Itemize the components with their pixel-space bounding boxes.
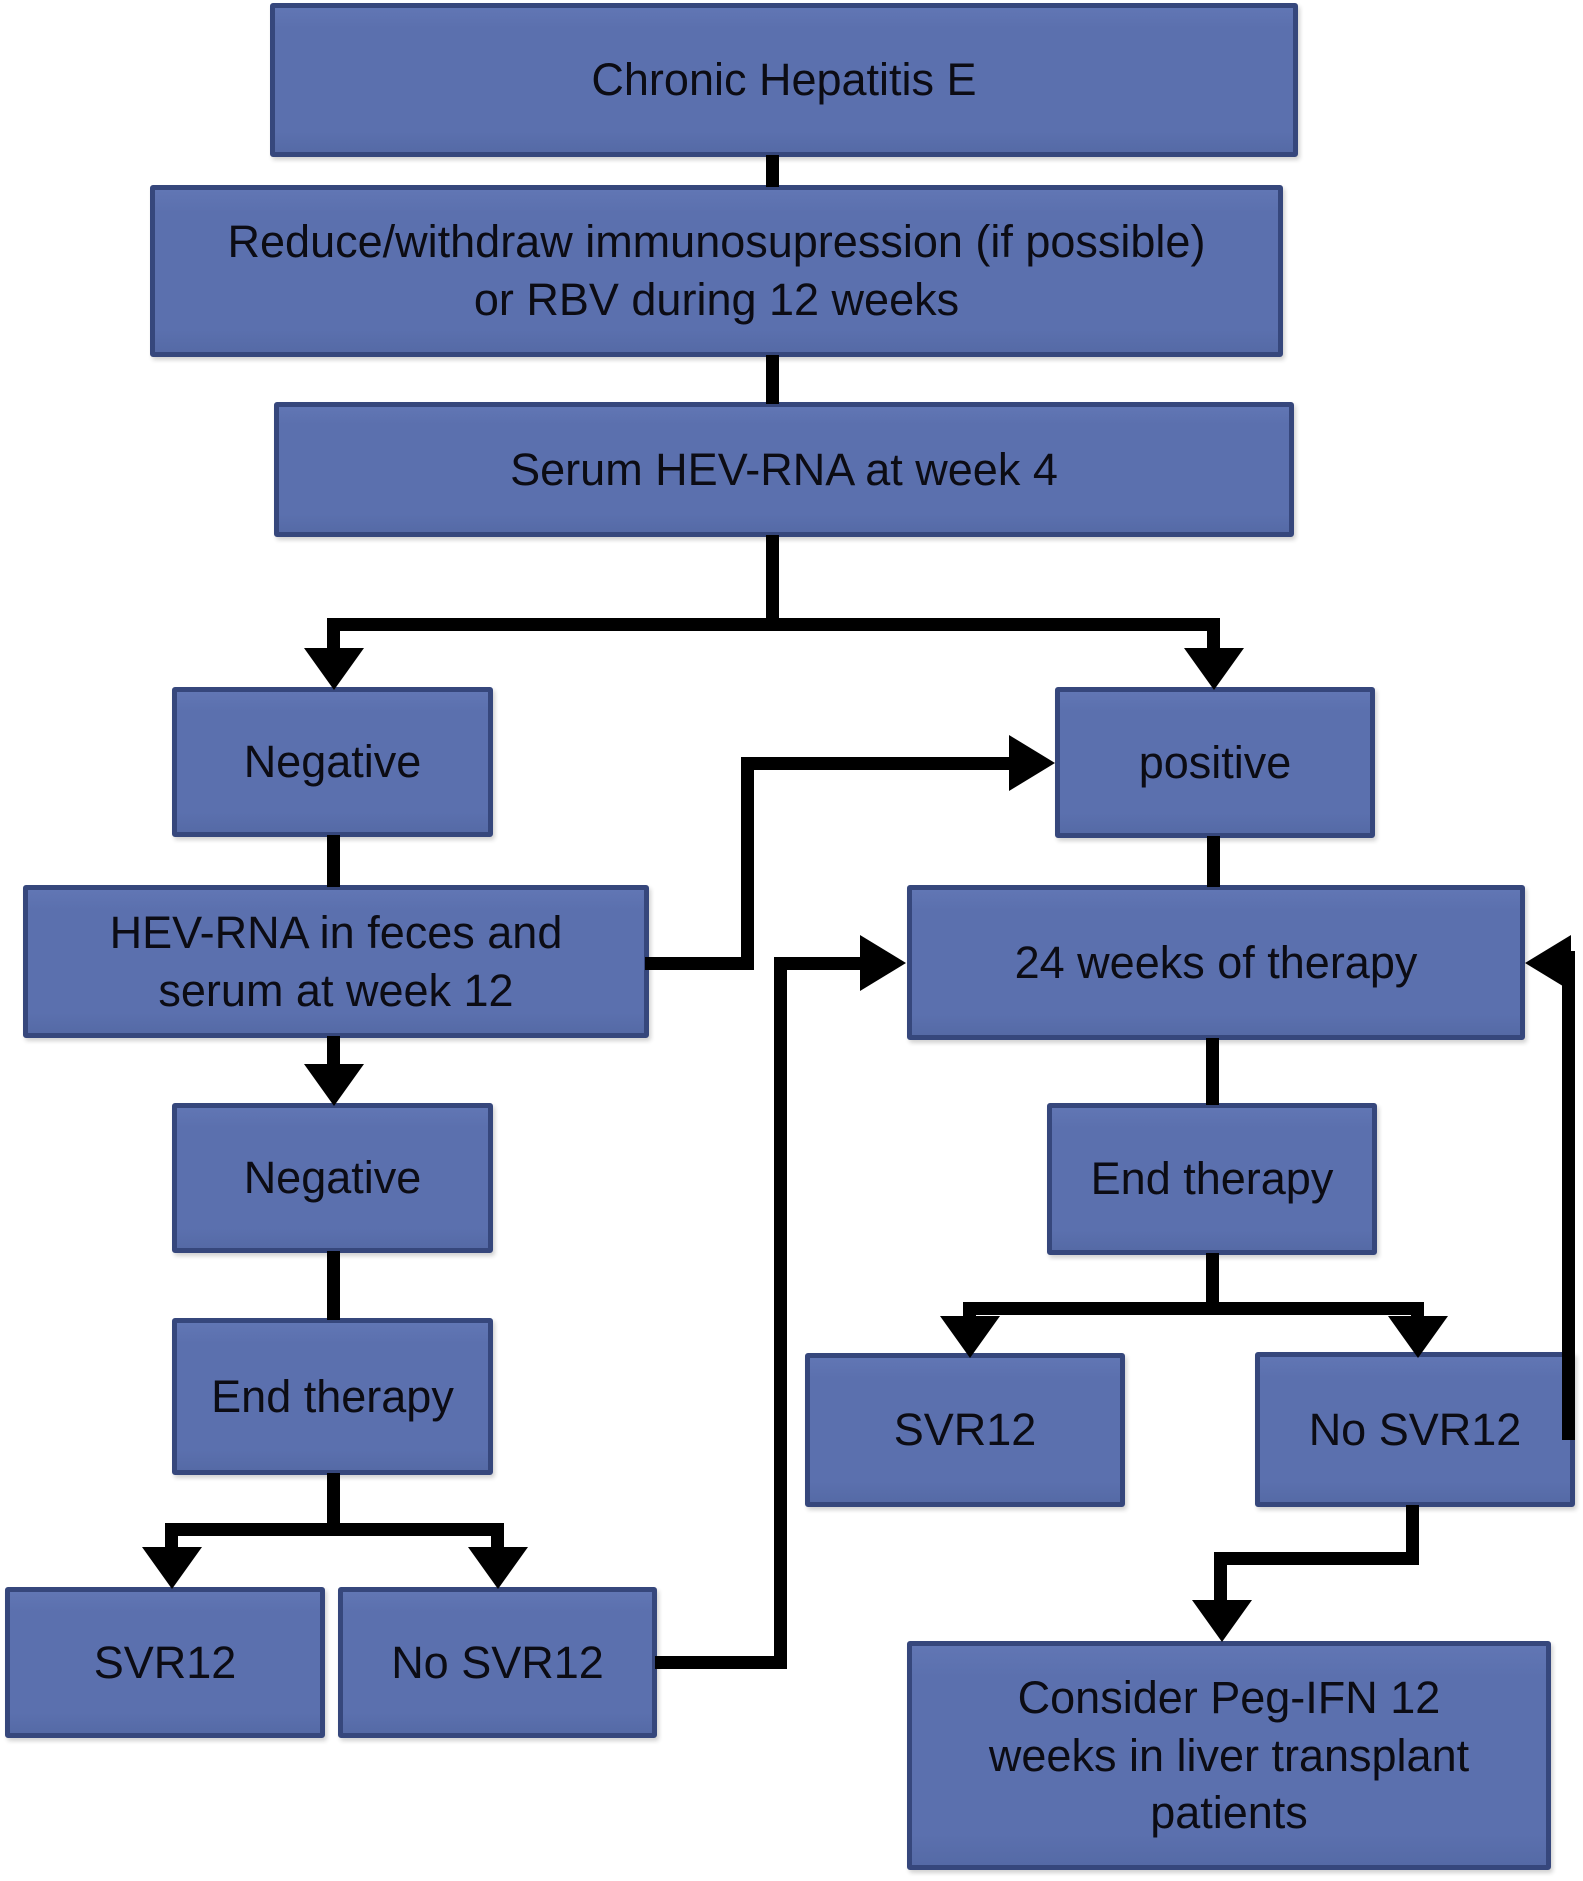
connector-no-svr12-right-to-consider-h [1214,1552,1419,1565]
node-label: Negative [243,736,422,788]
connector-left-split-left-drop [165,1523,178,1551]
connector-hevfeces-to-positive-v [741,757,754,970]
connector-24weeks-to-endtherapy-right [1206,1038,1219,1105]
connector-no-svr12-right-to-consider-v2 [1214,1552,1227,1602]
node-no-svr12-left: No SVR12 [338,1587,657,1738]
connector-week4-split-left-drop [327,618,340,650]
node-label: Consider Peg-IFN 12 weeks in liver trans… [988,1672,1470,1839]
connector-hevfeces-to-positive-h1 [645,957,754,970]
connector-endtherapy-to-leftbar [327,1473,340,1530]
connector-hevfeces-to-negative2-stem [327,1036,340,1070]
connector-reduce-to-serum [766,355,779,404]
connector-right-split-bar [963,1302,1424,1315]
node-hev-rna-feces-serum-week12: HEV-RNA in feces and serum at week 12 [23,885,649,1038]
node-24-weeks-of-therapy: 24 weeks of therapy [907,885,1525,1040]
connector-chronic-to-reduce [766,155,779,187]
arrowhead-down-to-svr12-right-icon [940,1316,1000,1358]
node-svr12-left: SVR12 [5,1587,325,1738]
arrowhead-down-to-positive-icon [1184,648,1244,690]
connector-week4-split-right-drop [1207,618,1220,650]
arrowhead-down-to-no-svr12-left-icon [468,1547,528,1589]
node-negative-week12: Negative [172,1103,493,1253]
node-reduce-withdraw-immunosupression: Reduce/withdraw immunosupression (if pos… [150,185,1283,357]
node-end-therapy-right: End therapy [1047,1103,1377,1255]
connector-serum-to-split [766,535,779,631]
node-end-therapy-left: End therapy [172,1318,493,1475]
node-label: Reduce/withdraw immunosupression (if pos… [227,216,1206,325]
node-label: positive [1138,736,1292,788]
connector-negative2-to-endtherapy [327,1251,340,1320]
connector-loop-no-svr12-right-v [1562,951,1575,1440]
node-serum-hev-rna-week4: Serum HEV-RNA at week 4 [274,402,1294,537]
connector-no-svr12-left-to-24weeks-h2 [774,957,862,970]
connector-endtherapy-right-to-bar [1206,1253,1219,1309]
node-label: HEV-RNA in feces and serum at week 12 [109,906,563,1016]
node-label: Negative [243,1152,422,1204]
node-label: No SVR12 [1308,1403,1522,1455]
node-label: Serum HEV-RNA at week 4 [510,443,1058,495]
arrowhead-left-to-24weeks-icon [1525,935,1571,991]
arrowhead-down-to-negative2-icon [304,1064,364,1106]
connector-week4-split-bar [327,618,1220,631]
node-svr12-right: SVR12 [805,1353,1125,1507]
arrowhead-right-to-positive-icon [1009,735,1055,791]
arrowhead-down-to-consider-icon [1192,1600,1252,1642]
node-label: Chronic Hepatitis E [591,54,977,106]
connector-no-svr12-left-to-24weeks-v [774,957,787,1669]
node-label: SVR12 [893,1404,1037,1456]
connector-no-svr12-right-to-consider-v1 [1406,1505,1419,1565]
arrowhead-down-to-no-svr12-right-icon [1388,1316,1448,1358]
connector-hevfeces-to-positive-h2 [741,757,1011,770]
node-chronic-hepatitis-e: Chronic Hepatitis E [270,3,1298,157]
node-label: SVR12 [93,1636,237,1688]
node-label: End therapy [1090,1153,1334,1205]
arrowhead-down-to-svr12-left-icon [142,1547,202,1589]
connector-left-split-bar [165,1523,504,1536]
connector-no-svr12-left-to-24weeks-h1 [655,1656,787,1669]
node-label: 24 weeks of therapy [1014,936,1418,988]
arrowhead-right-to-24weeks-icon [860,935,906,991]
node-consider-peg-ifn: Consider Peg-IFN 12 weeks in liver trans… [907,1641,1551,1870]
node-label: No SVR12 [391,1636,604,1688]
node-label: End therapy [211,1370,454,1422]
node-no-svr12-right: No SVR12 [1255,1352,1575,1507]
connector-negative-to-hevfeces [327,835,340,887]
connector-positive-to-24weeks [1207,836,1220,887]
node-positive-week4: positive [1055,687,1375,838]
arrowhead-down-to-negative-icon [304,648,364,690]
connector-left-split-right-drop [491,1523,504,1551]
node-negative-week4: Negative [172,687,493,837]
